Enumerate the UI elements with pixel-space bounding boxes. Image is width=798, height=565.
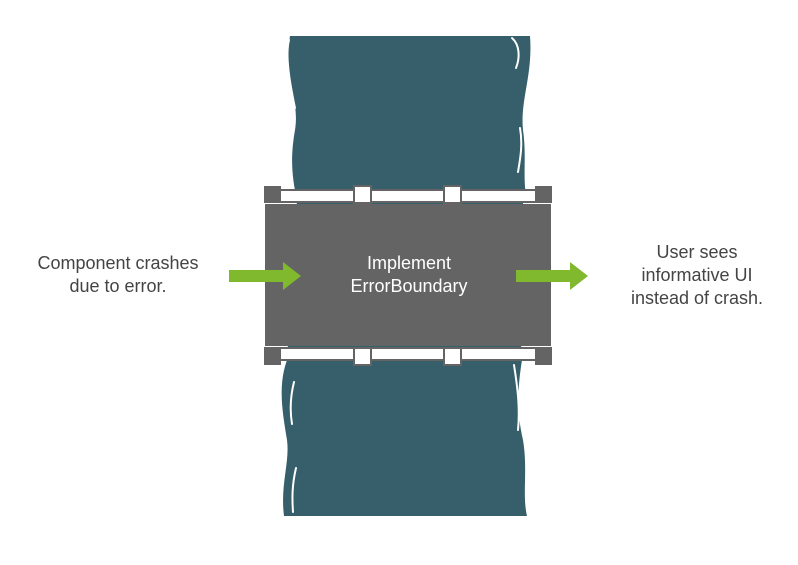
output-label-line-1: User sees	[656, 242, 738, 262]
output-label-line-3: instead of crash.	[630, 288, 764, 308]
river-ripple-bottom-left-upper	[289, 381, 295, 425]
river-ripple-top-right-lower	[517, 127, 523, 173]
process-label-line-2: ErrorBoundary	[350, 276, 468, 296]
input-label: Component crashes due to error.	[10, 252, 226, 298]
output-label: User sees informative UI instead of cras…	[602, 241, 792, 310]
bridge-top-rail	[264, 185, 552, 204]
output-arrow-icon	[516, 262, 588, 290]
river-ripple-top-right-upper	[511, 37, 520, 69]
river-ripple-bottom-right	[513, 364, 520, 431]
bridge-deck	[265, 204, 551, 346]
input-label-line-2: due to error.	[69, 276, 167, 296]
output-label-line-2: informative UI	[641, 265, 753, 285]
process-label: Implement ErrorBoundary	[266, 252, 552, 298]
river-ripple-bottom-left-lower	[291, 467, 297, 513]
input-arrow-icon	[229, 262, 301, 290]
input-label-line-1: Component crashes	[37, 253, 199, 273]
bridge-bottom-rail	[264, 347, 552, 366]
river-ripple-top-left	[286, 39, 296, 109]
process-label-line-1: Implement	[366, 253, 452, 273]
